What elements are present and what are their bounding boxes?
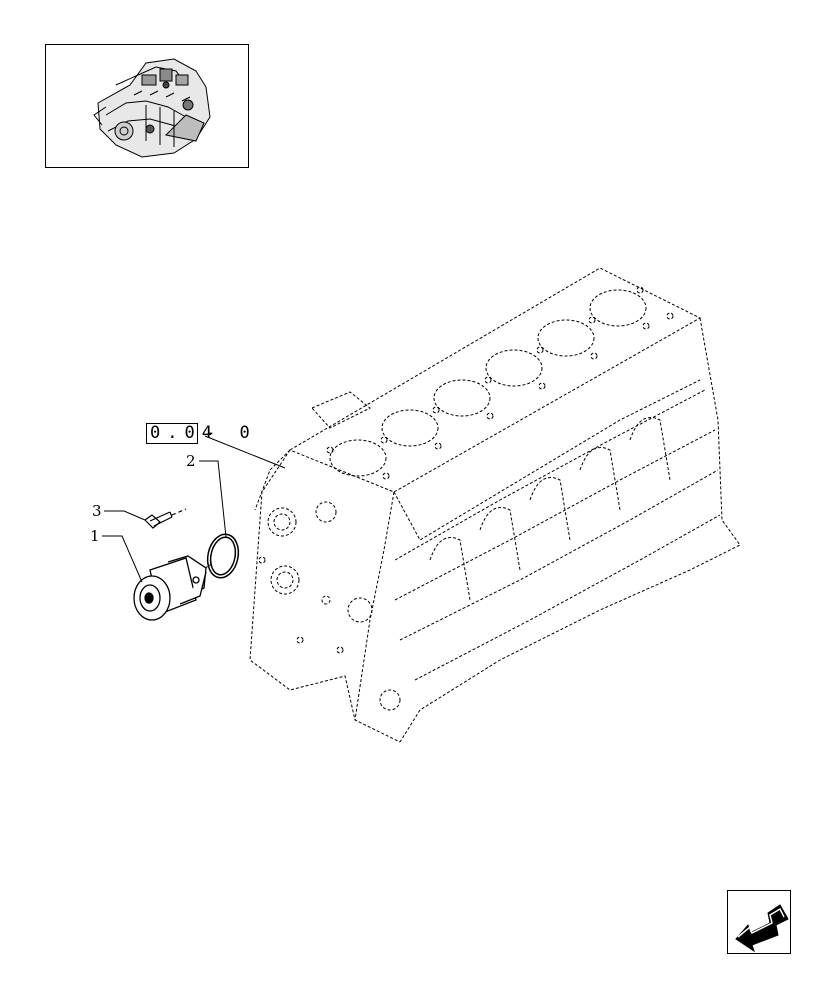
engine-block-outline (249, 267, 741, 743)
reference-group-suffix: - 0 (205, 423, 257, 443)
callout-3: 3 (92, 502, 102, 520)
previous-page-button[interactable] (727, 890, 791, 954)
callout-1: 1 (90, 527, 100, 545)
previous-page-arrow-icon (735, 904, 789, 953)
engine-thumbnail (45, 44, 249, 168)
gasket-ring-part (206, 533, 240, 579)
water-pump-part (133, 555, 207, 621)
bolt-part (144, 508, 187, 529)
leader-lines (102, 435, 286, 583)
engine-overview-icon (93, 58, 211, 158)
callout-2: 2 (186, 452, 196, 470)
reference-group-box: 0.04 (146, 423, 212, 444)
